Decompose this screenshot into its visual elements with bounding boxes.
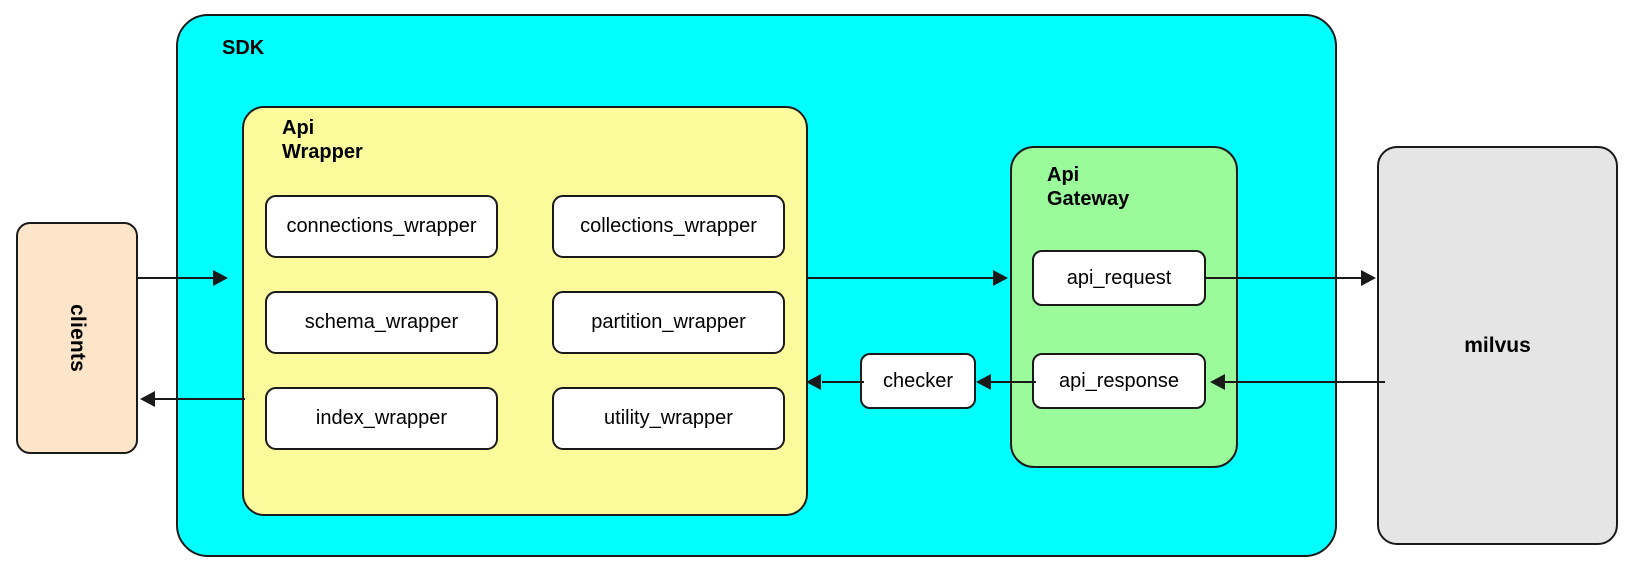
milvus-label: milvus — [1464, 333, 1531, 357]
api-gateway-title: Api Gateway — [1047, 164, 1130, 211]
milvus-node[interactable]: milvus — [1377, 146, 1618, 545]
sdk-title: SDK — [222, 37, 265, 59]
api-wrapper-title: Api Wrapper — [282, 117, 363, 164]
arrow-head-left-icon — [140, 391, 155, 407]
connections-wrapper-node[interactable]: connections_wrapper — [265, 195, 498, 258]
api-gateway-container[interactable] — [1010, 146, 1238, 468]
partition-wrapper-node[interactable]: partition_wrapper — [552, 291, 785, 354]
clients-node[interactable]: clients — [16, 222, 138, 454]
api-request-node[interactable]: api_request — [1032, 250, 1206, 306]
schema-wrapper-node[interactable]: schema_wrapper — [265, 291, 498, 354]
index-wrapper-node[interactable]: index_wrapper — [265, 387, 498, 450]
api-response-node[interactable]: api_response — [1032, 353, 1206, 409]
checker-node[interactable]: checker — [860, 353, 976, 409]
collections-wrapper-node[interactable]: collections_wrapper — [552, 195, 785, 258]
arrow-head-right-icon — [1361, 270, 1376, 286]
clients-label: clients — [66, 304, 89, 372]
utility-wrapper-node[interactable]: utility_wrapper — [552, 387, 785, 450]
